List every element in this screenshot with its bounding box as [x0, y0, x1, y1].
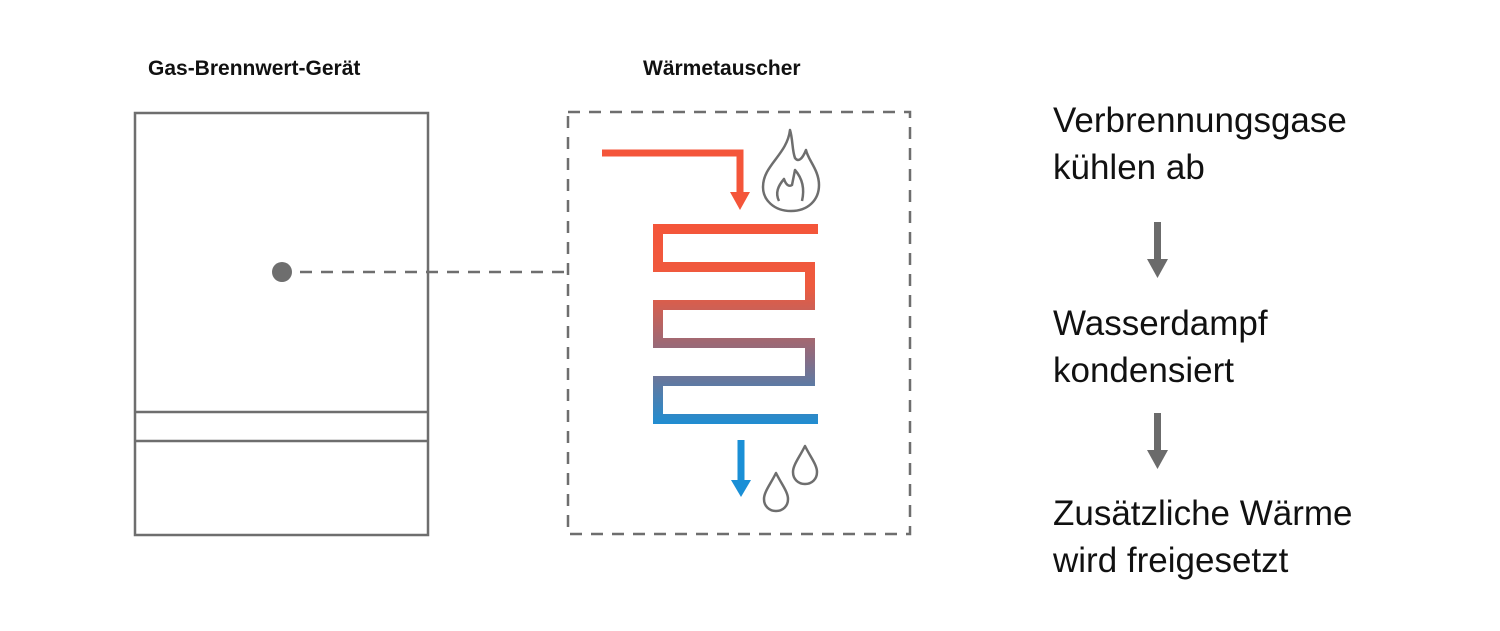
boiler-device	[133, 111, 430, 537]
process-step-condensation: Wasserdampf kondensiert	[1053, 300, 1268, 394]
step-line: Verbrennungsgase	[1053, 101, 1347, 140]
arrow-down-icon	[1147, 413, 1168, 469]
heat-exchanger-location-dot	[272, 262, 292, 282]
device-title: Gas-Brennwert-Gerät	[148, 57, 361, 80]
step-line: Zusätzliche Wärme	[1053, 494, 1353, 533]
boiler-body	[133, 111, 430, 537]
heat-exchanger-frame	[566, 110, 912, 536]
water-drop-icon	[762, 471, 790, 513]
hot-gas-arrow	[602, 149, 750, 210]
condensate-arrow	[731, 440, 751, 497]
arrow-down-icon	[1147, 222, 1168, 278]
water-drop-icon	[791, 444, 819, 486]
process-step-cooling: Verbrennungsgase kühlen ab	[1053, 97, 1347, 191]
step-line: Wasserdampf	[1053, 304, 1268, 343]
heat-exchanger-title: Wärmetauscher	[643, 57, 801, 80]
step-line: wird freigesetzt	[1053, 541, 1289, 580]
heat-exchanger-coil	[653, 224, 818, 424]
step-line: kühlen ab	[1053, 148, 1205, 187]
step-line: kondensiert	[1053, 351, 1234, 390]
process-step-heat-release: Zusätzliche Wärme wird freigesetzt	[1053, 490, 1353, 584]
flame-icon	[761, 128, 821, 213]
